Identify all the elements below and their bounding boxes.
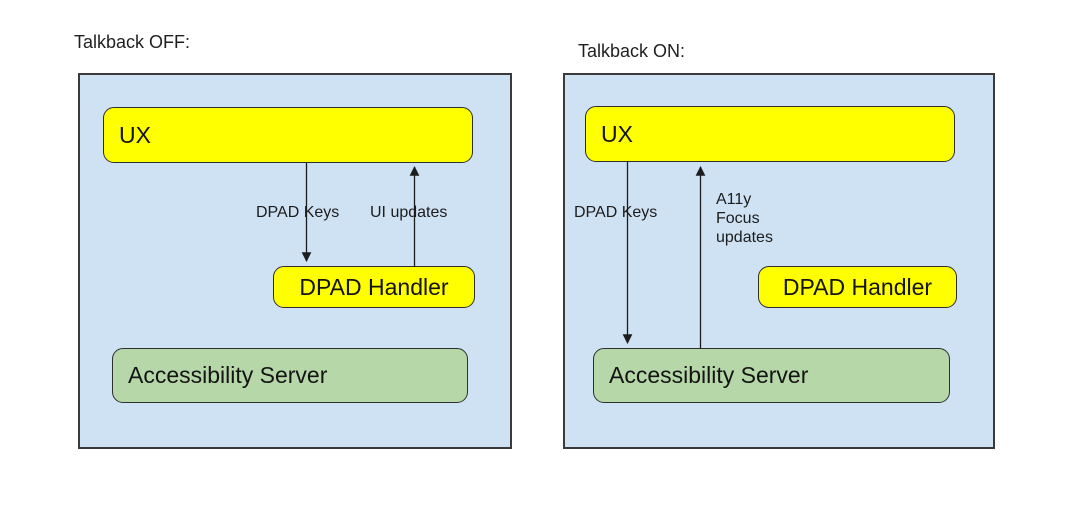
arrow-label-a11y-focus-updates-talkback-on: A11y Focus updates	[716, 191, 773, 246]
box-ux-talkback-on: UX	[585, 106, 955, 162]
arrow-label-dpad-keys-talkback-on: DPAD Keys	[574, 204, 658, 221]
box-accessibility-server-talkback-off: Accessibility Server	[112, 348, 468, 403]
arrow-label-dpad-keys-talkback-off: DPAD Keys	[256, 204, 340, 221]
arrow-label-ui-updates-talkback-off: UI updates	[370, 204, 448, 221]
box-ux-talkback-off: UX	[103, 107, 473, 163]
box-accessibility-server-talkback-on: Accessibility Server	[593, 348, 950, 403]
box-dpad-handler-talkback-on: DPAD Handler	[758, 266, 957, 308]
box-dpad-handler-talkback-off: DPAD Handler	[273, 266, 475, 308]
diagram-title-talkback-on: Talkback ON:	[578, 41, 686, 61]
diagram-title-talkback-off: Talkback OFF:	[74, 32, 191, 52]
